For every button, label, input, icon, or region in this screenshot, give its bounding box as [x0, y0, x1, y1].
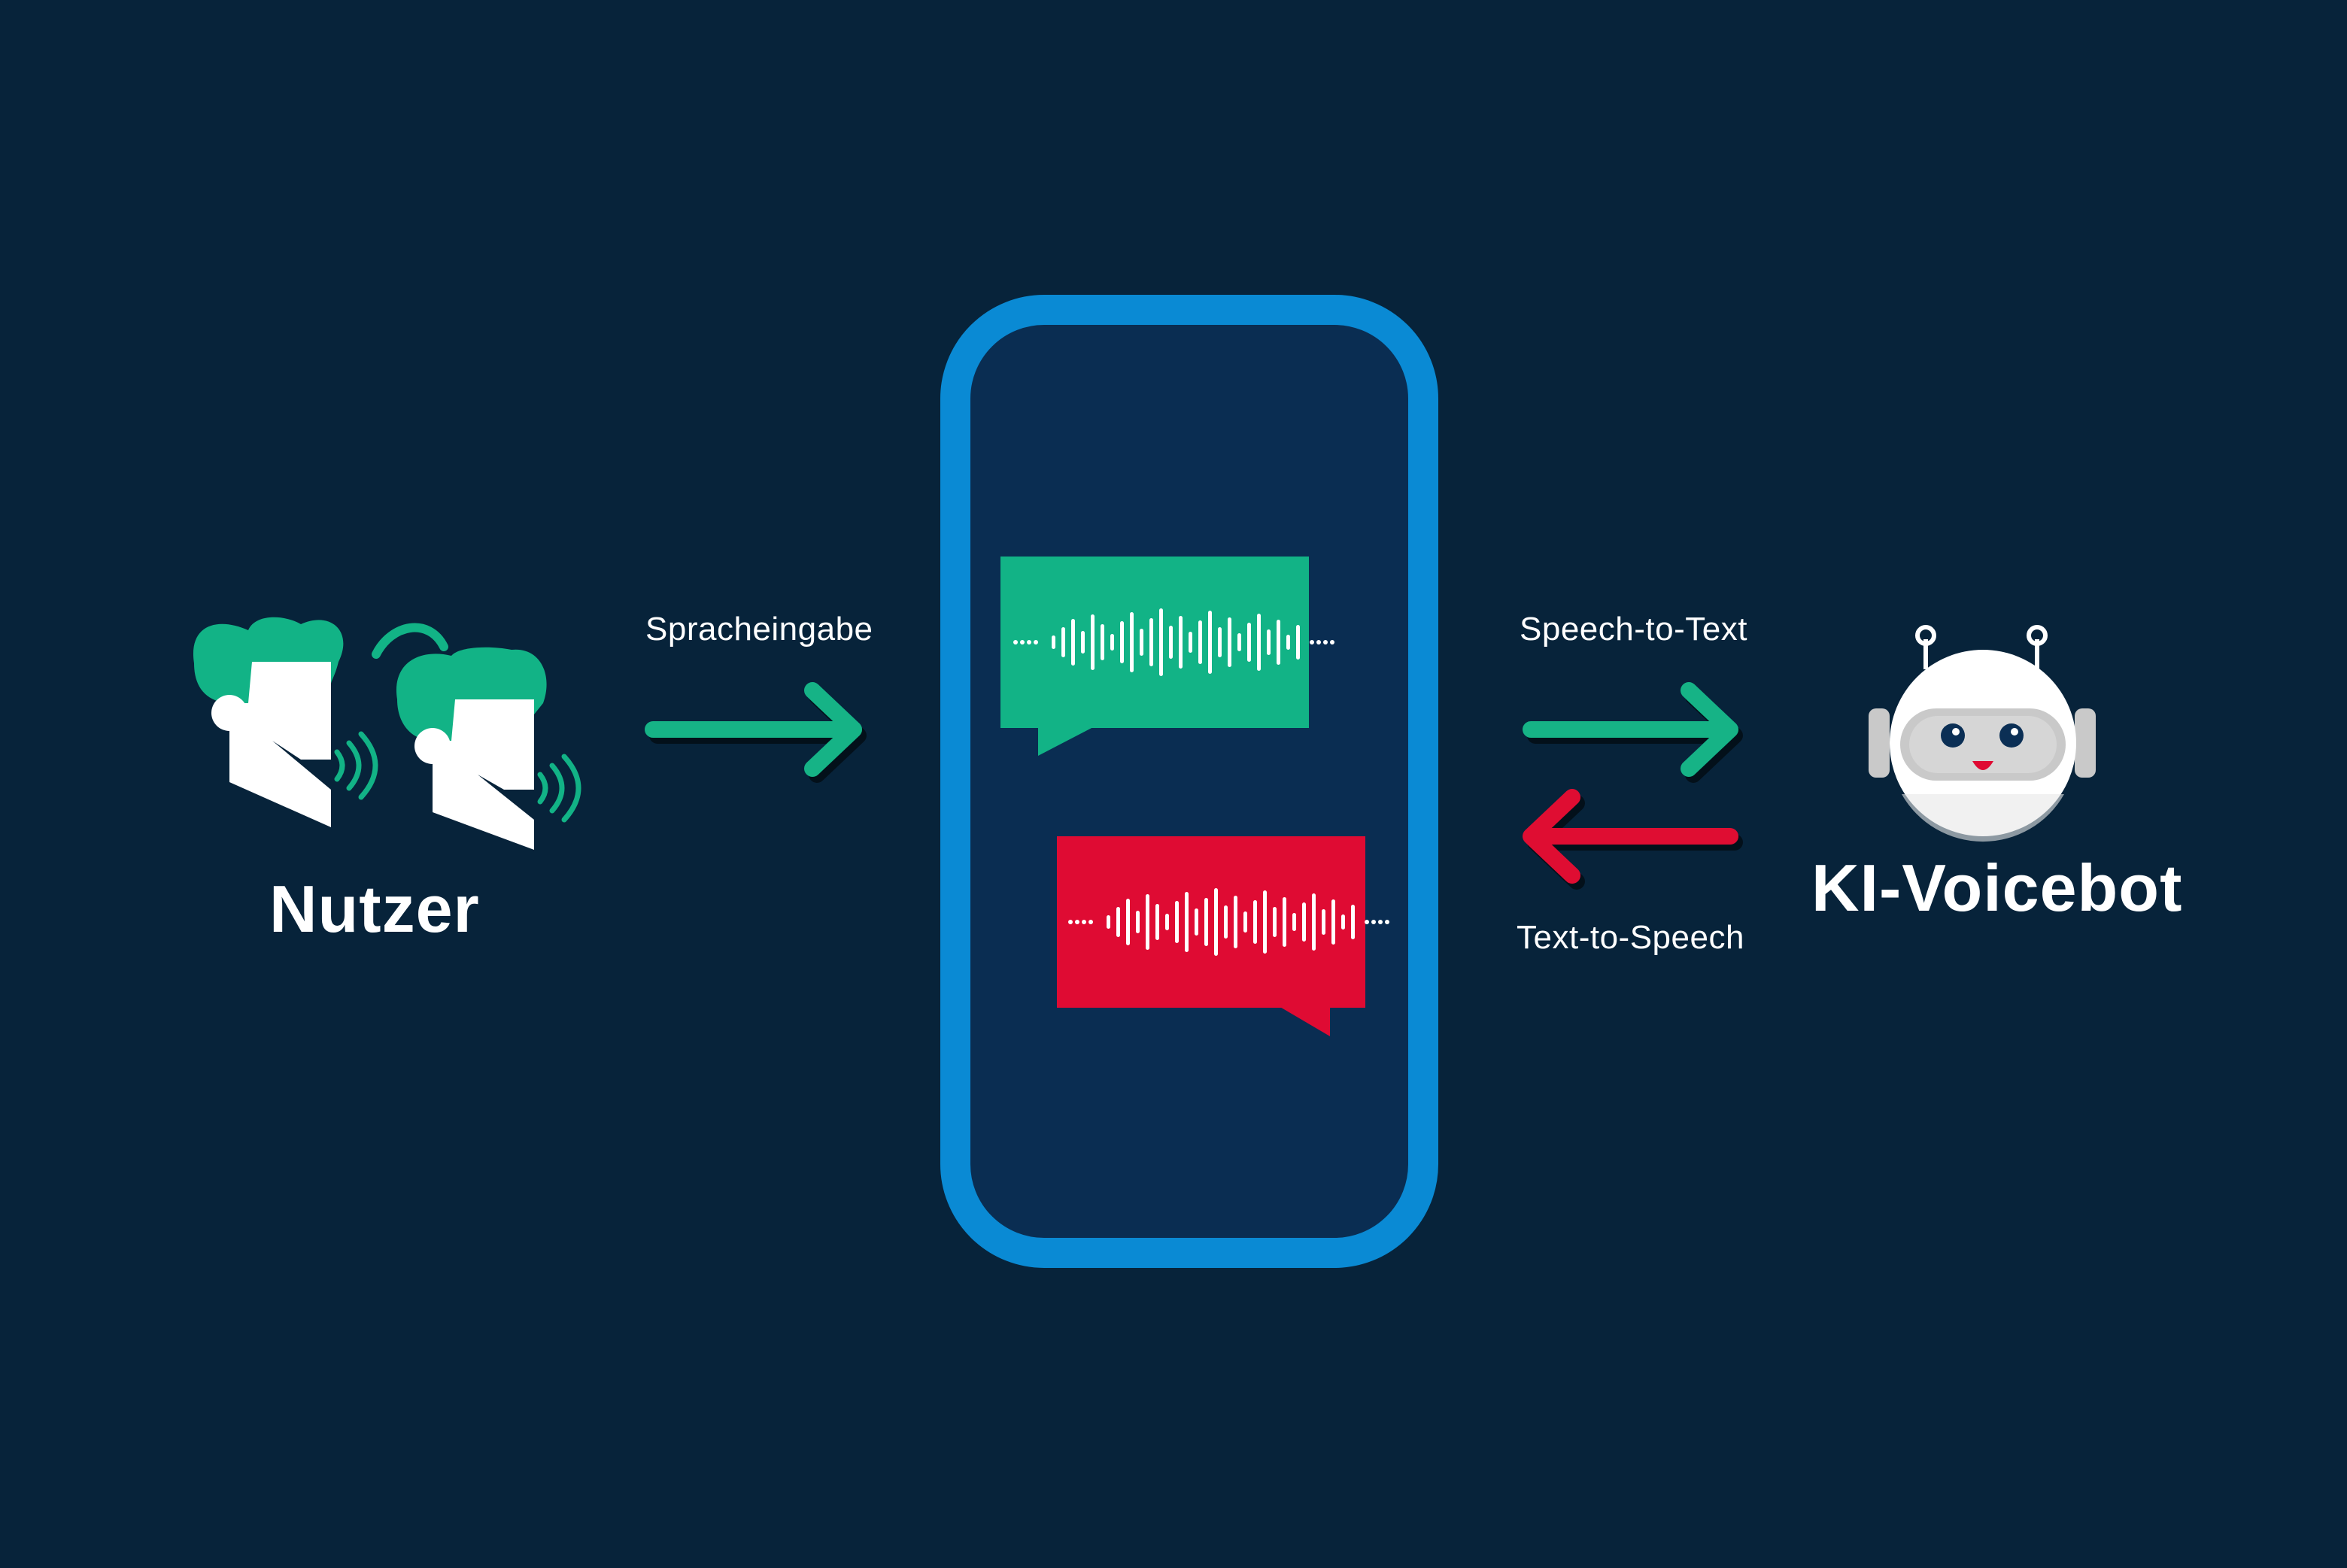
- user-label: Nutzer: [269, 872, 480, 946]
- waveform-bar: [1257, 614, 1261, 671]
- waveform-dot: [1323, 640, 1328, 644]
- waveform-bar: [1296, 625, 1300, 660]
- waveform-bar: [1116, 907, 1120, 937]
- waveform-bar: [1322, 909, 1325, 935]
- text-to-speech-arrow: [1523, 789, 1738, 884]
- phone-frame: [940, 295, 1438, 1268]
- waveform-dot: [1371, 920, 1376, 924]
- waveform-bar: [1218, 627, 1222, 657]
- waveform-bar: [1189, 632, 1192, 653]
- waveform-bar: [1286, 635, 1290, 650]
- bot-label: KI-Voicebot: [1811, 851, 2183, 925]
- speech-input-arrow: [645, 682, 862, 777]
- waveform-dot: [1316, 640, 1321, 644]
- waveform-bar: [1208, 611, 1212, 674]
- robot-head-icon: [1869, 625, 2096, 842]
- smartphone: [940, 295, 1438, 1268]
- speech-input-label: Spracheingabe: [645, 611, 873, 648]
- waveform-bar: [1237, 633, 1241, 651]
- waveform-bar: [1081, 631, 1085, 654]
- waveform-bar: [1175, 901, 1179, 943]
- waveform-dot: [1310, 640, 1314, 644]
- waveform-bar: [1091, 614, 1095, 670]
- waveform-bar: [1126, 899, 1130, 945]
- waveform-dot: [1020, 640, 1025, 644]
- text-to-speech-label: Text-to-Speech: [1517, 919, 1744, 956]
- waveform-bar: [1351, 905, 1355, 939]
- waveform-bar: [1283, 897, 1286, 947]
- waveform-bar: [1273, 907, 1277, 937]
- user-head-right-icon: [372, 623, 581, 850]
- waveform-bar: [1267, 629, 1271, 655]
- waveform-bar: [1169, 626, 1173, 659]
- waveform-bar: [1110, 634, 1114, 651]
- waveform-bar: [1234, 896, 1237, 948]
- waveform-dot: [1330, 640, 1334, 644]
- waveform-bar: [1071, 619, 1075, 666]
- waveform-bar: [1101, 624, 1104, 660]
- waveform-bar: [1331, 899, 1335, 945]
- waveform-dot: [1075, 920, 1079, 924]
- waveform-bar: [1198, 620, 1202, 664]
- waveform-bar: [1155, 904, 1159, 940]
- waveform-bar: [1120, 621, 1124, 663]
- waveform-bar: [1140, 629, 1143, 656]
- user-head-left-icon: [193, 617, 378, 827]
- audio-waveform-icon: [1068, 888, 1389, 956]
- waveform-bar: [1146, 894, 1149, 950]
- waveform-bar: [1195, 908, 1198, 936]
- waveform-bar: [1136, 911, 1140, 933]
- waveform-bar: [1204, 898, 1208, 946]
- waveform-dot: [1068, 920, 1073, 924]
- waveform-bar: [1165, 914, 1169, 930]
- waveform-bar: [1214, 888, 1218, 956]
- message-bubble-green: [1000, 557, 1334, 756]
- waveform-bar: [1228, 617, 1231, 667]
- waveform-bar: [1341, 914, 1345, 930]
- waveform-bar: [1185, 892, 1189, 952]
- waveform-bar: [1253, 900, 1257, 944]
- waveform-dot: [1082, 920, 1086, 924]
- waveform-dot: [1034, 640, 1038, 644]
- waveform-bar: [1224, 905, 1228, 939]
- message-bubble-red: [1057, 836, 1389, 1036]
- waveform-bar: [1052, 635, 1055, 649]
- waveform-bar: [1302, 902, 1306, 942]
- waveform-bar: [1292, 913, 1296, 931]
- waveform-bar: [1277, 620, 1280, 665]
- users-icon: [193, 617, 581, 850]
- waveform-bar: [1263, 890, 1267, 954]
- waveform-bar: [1061, 627, 1065, 657]
- waveform-bar: [1179, 616, 1183, 669]
- speech-to-text-label: Speech-to-Text: [1520, 611, 1747, 648]
- waveform-bar: [1159, 608, 1163, 676]
- speech-to-text-arrow: [1523, 682, 1738, 777]
- waveform-dot: [1385, 920, 1389, 924]
- waveform-dot: [1378, 920, 1383, 924]
- waveform-bar: [1149, 618, 1153, 666]
- audio-waveform-icon: [1013, 608, 1334, 676]
- waveform-bar: [1107, 915, 1110, 929]
- waveform-bar: [1243, 911, 1247, 933]
- waveform-dot: [1088, 920, 1093, 924]
- waveform-bar: [1247, 623, 1251, 662]
- waveform-bar: [1130, 612, 1134, 672]
- waveform-dot: [1013, 640, 1018, 644]
- waveform-dot: [1365, 920, 1369, 924]
- waveform-dot: [1027, 640, 1031, 644]
- waveform-bar: [1312, 893, 1316, 951]
